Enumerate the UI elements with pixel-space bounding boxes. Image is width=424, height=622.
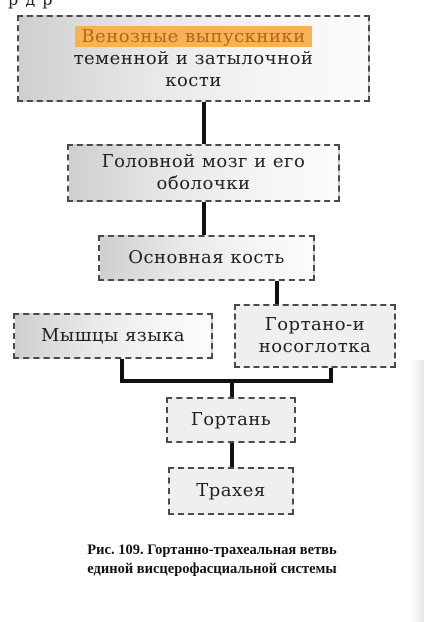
node-trachea-line1: Трахея: [196, 480, 266, 501]
highlighted-text: Венозные выпускники: [75, 25, 312, 47]
figure-caption-line1: Рис. 109. Гортанно-трахеальная ветвь: [87, 542, 337, 558]
page-edge-shadow: [410, 360, 424, 622]
node-pharynx-line1: Гортано-и: [264, 314, 366, 335]
connector-sphenoid-pharynx: [275, 281, 279, 304]
connector-bracket-larynx: [230, 379, 234, 397]
node-tongue-muscles-line1: Мышцы языка: [40, 325, 186, 346]
figure-caption: Рис. 109. Гортанно-трахеальная ветвь еди…: [0, 541, 424, 579]
node-venous-outlets-line1: Венозные выпускники: [75, 25, 312, 48]
connector-horizontal-bracket: [120, 379, 333, 383]
figure-caption-line2: единой висцерофасциальной системы: [87, 561, 337, 577]
node-venous-outlets-line2: теменной и затылочной: [73, 47, 314, 69]
node-venous-outlets: Венозные выпускники теменной и затылочно…: [17, 15, 370, 102]
node-pharynx-line2: носоглотка: [258, 336, 372, 357]
connector-tongue-down: [120, 359, 124, 382]
node-brain-line2: оболочки: [156, 173, 251, 194]
node-tongue-muscles: Мышцы языка: [13, 313, 213, 359]
node-pharynx: Гортано-и носоглотка: [234, 304, 396, 368]
cropped-top-text: р д р: [0, 0, 424, 9]
node-trachea: Трахея: [168, 467, 294, 515]
node-sphenoid-bone: Основная кость: [98, 235, 315, 281]
connector-pharynx-down: [329, 368, 333, 382]
node-brain-line1: Головной мозг и его: [101, 151, 306, 172]
node-larynx: Гортань: [166, 397, 296, 443]
connector-larynx-trachea: [230, 443, 234, 467]
node-venous-outlets-line3: кости: [165, 69, 222, 91]
connector-venous-brain: [202, 102, 206, 144]
node-larynx-line1: Гортань: [190, 409, 272, 430]
connector-brain-sphenoid: [202, 202, 206, 235]
node-brain: Головной мозг и его оболочки: [67, 144, 340, 202]
node-sphenoid-bone-line1: Основная кость: [128, 247, 285, 268]
